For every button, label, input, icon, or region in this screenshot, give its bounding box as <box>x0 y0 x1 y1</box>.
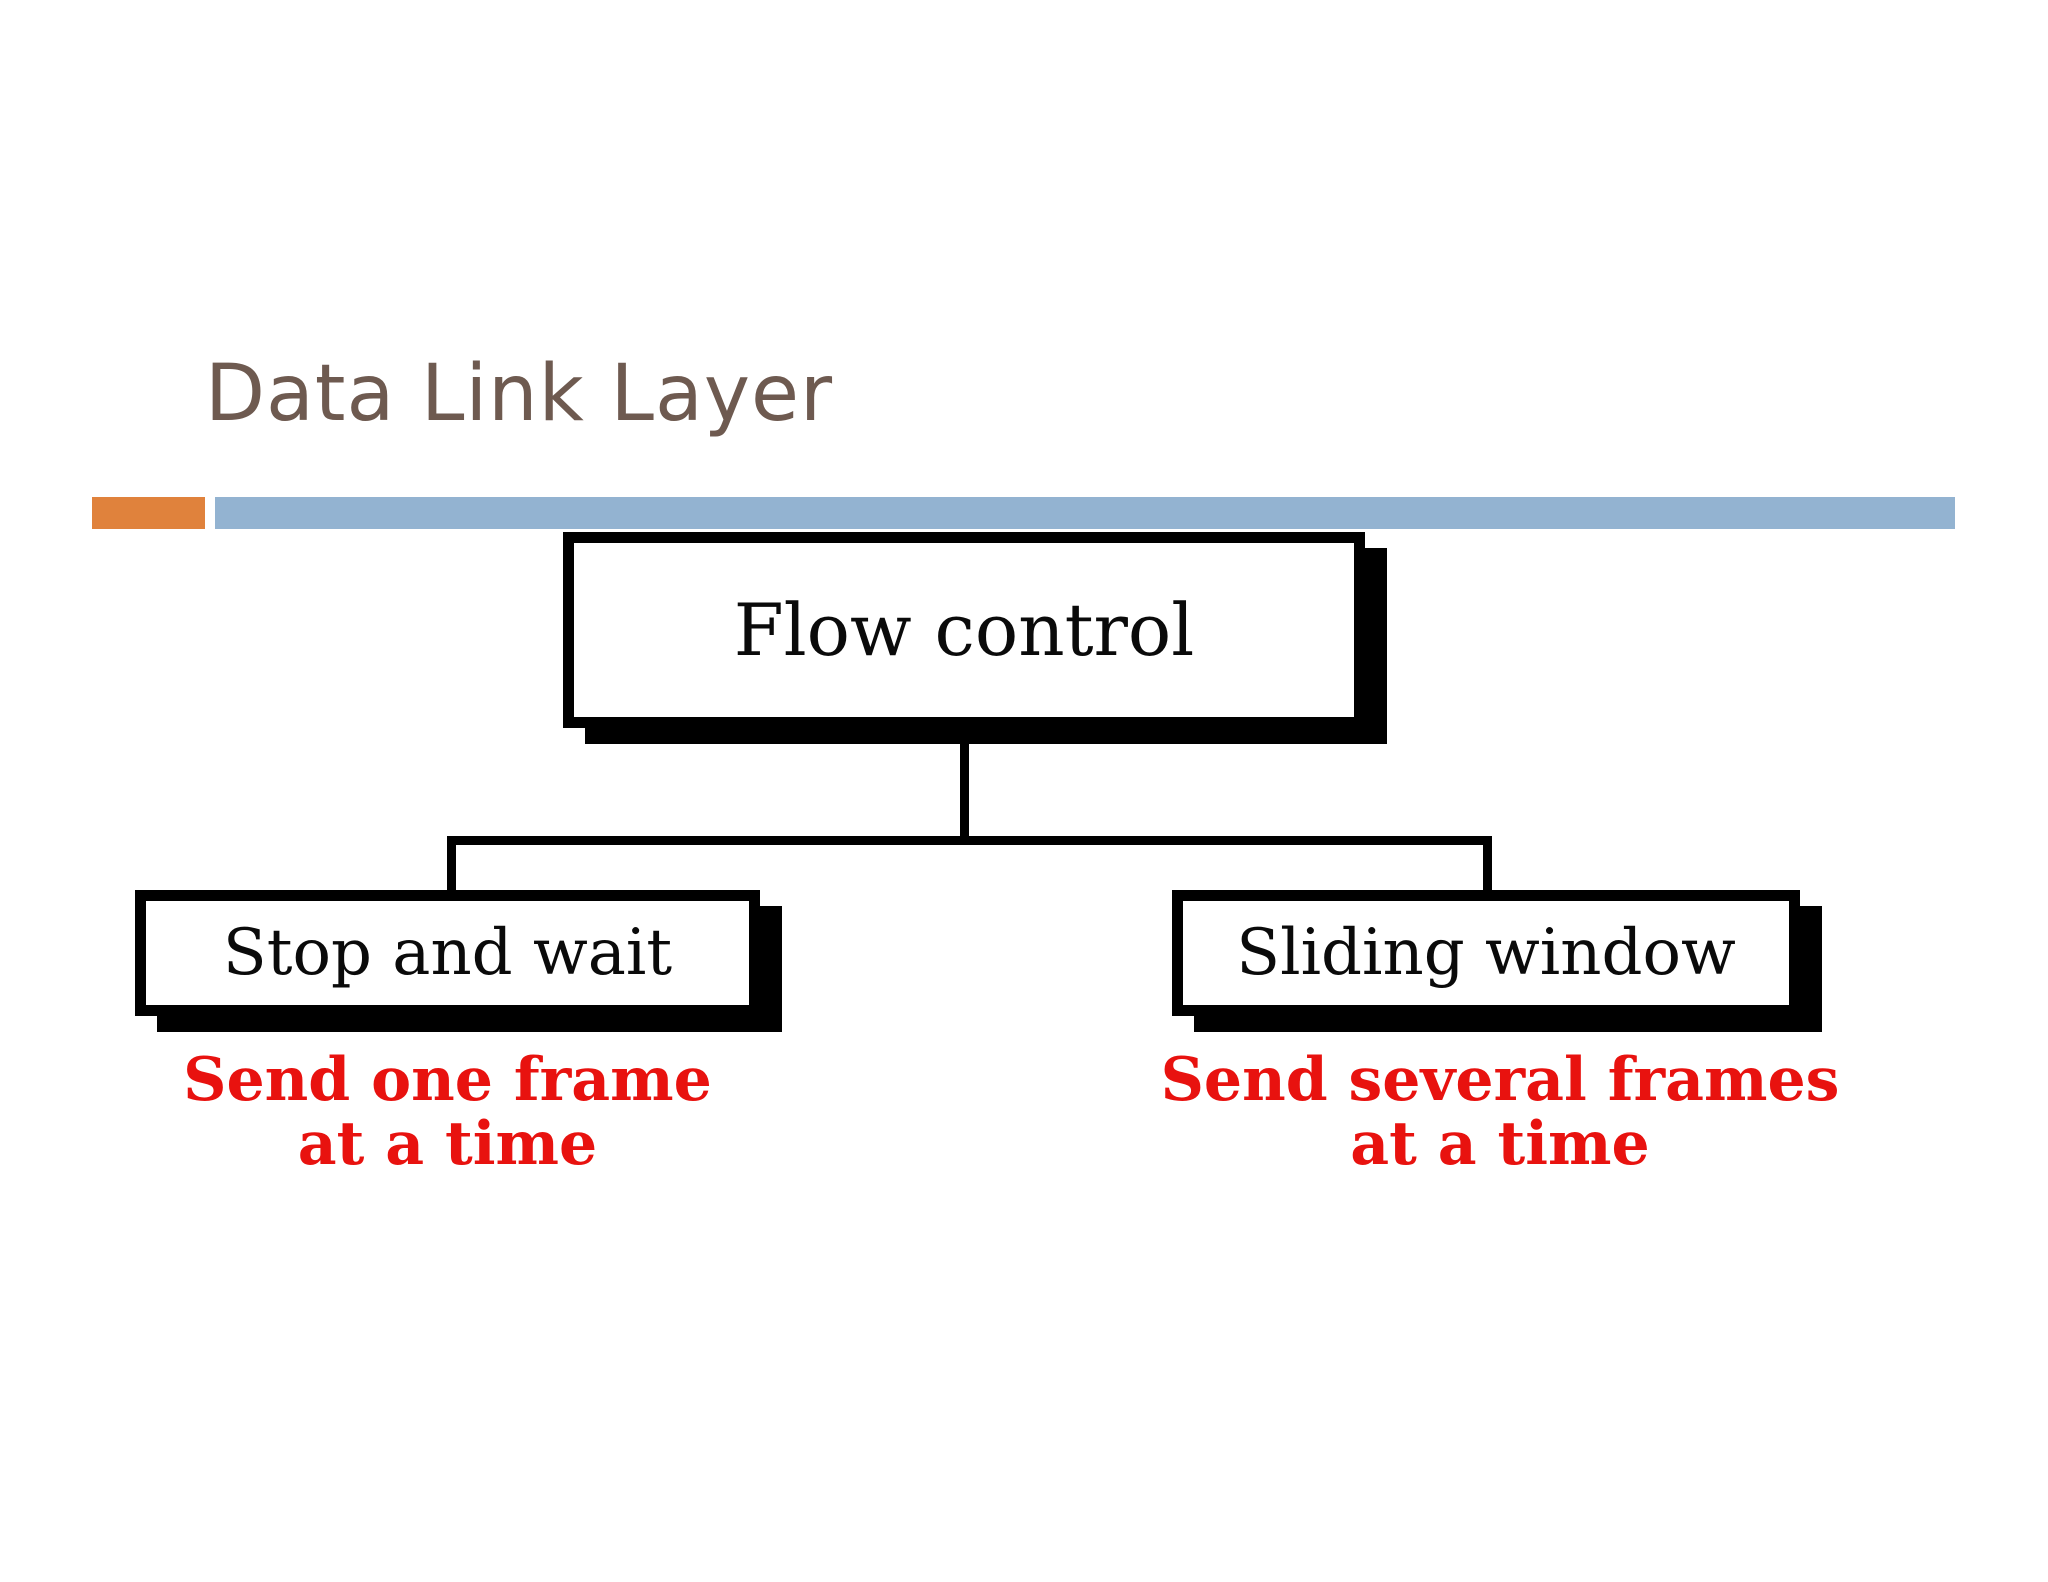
page-title: Data Link Layer <box>205 349 834 439</box>
caption-sliding-window: Send several frames at a time <box>1060 1045 1940 1180</box>
node-stop-and-wait: Stop and wait <box>135 890 760 1016</box>
node-flow-control-label: Flow control <box>733 588 1195 672</box>
node-sliding-window-label: Sliding window <box>1236 916 1736 990</box>
caption-stop-and-wait: Send one frame at a time <box>90 1045 805 1180</box>
connector-horizontal-line <box>447 836 1492 845</box>
node-flow-control: Flow control <box>563 532 1365 728</box>
caption-stop-and-wait-line2: at a time <box>297 1109 598 1180</box>
title-divider-bar <box>215 497 1955 529</box>
node-sliding-window: Sliding window <box>1172 890 1800 1016</box>
node-stop-and-wait-label: Stop and wait <box>222 916 673 990</box>
title-divider-accent <box>92 497 205 529</box>
connector-drop-left-line <box>447 836 456 894</box>
caption-sliding-window-line2: at a time <box>1350 1109 1650 1180</box>
caption-sliding-window-line1: Send several frames <box>1160 1045 1840 1115</box>
connector-drop-right-line <box>1483 836 1492 894</box>
connector-trunk-line <box>960 738 969 842</box>
caption-stop-and-wait-line1: Send one frame <box>183 1045 712 1115</box>
